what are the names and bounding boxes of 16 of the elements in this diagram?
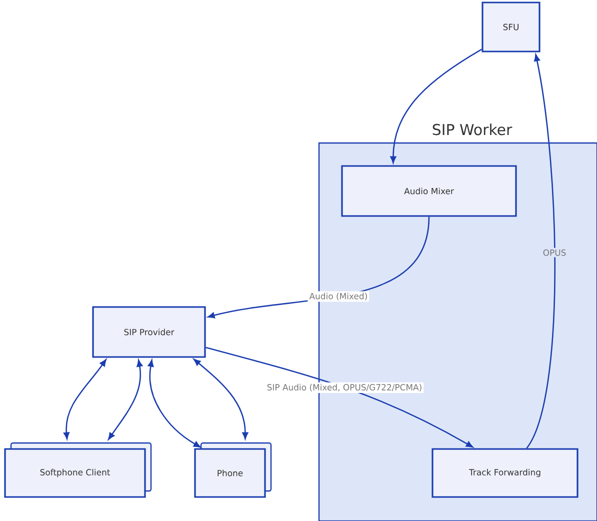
arrow (390, 48, 482, 164)
arrow (194, 358, 248, 440)
process-box: Track Forwarding (432, 448, 578, 498)
edge-label: SIP Audio (Mixed, OPUS/G722/PCMA) (265, 382, 424, 393)
stacked-box: Softphone Client (4, 442, 152, 498)
edge-label: Audio (Mixed) (308, 291, 370, 302)
process-box: Audio Mixer (341, 165, 517, 217)
process-box: SIP Provider (92, 306, 206, 358)
process-box: SFU (482, 2, 540, 52)
arrow (206, 346, 474, 448)
arrow (108, 360, 143, 440)
node-label: SIP Worker (432, 124, 512, 136)
arrow (148, 360, 201, 448)
stacked-box: Phone (194, 442, 272, 498)
arrow (526, 54, 556, 448)
arrow (64, 359, 106, 440)
